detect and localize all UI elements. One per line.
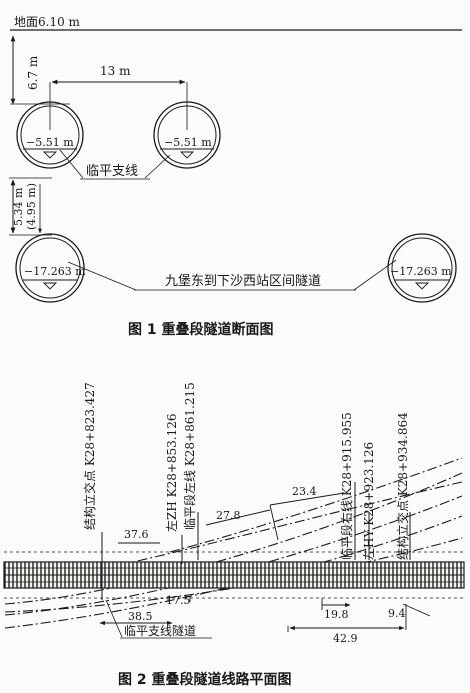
tunnel-right-elevation: −5.51 m (164, 136, 212, 149)
branch-tunnel-label: 临平支线隧道 (124, 623, 196, 638)
lower-tunnel-label: 九堡东到下沙西站区间隧道 (165, 273, 321, 289)
lower-leader-left (67, 261, 137, 291)
branch-tunnel-leader (105, 599, 123, 638)
dim-27-8: 27.8 (216, 509, 241, 522)
branch-label: 临平支线 (86, 164, 138, 179)
dim-23-4: 23.4 (292, 485, 317, 498)
station-linping-left: 临平段左线 K28+861.215 (182, 382, 197, 530)
station-crossing-1: 结构立交点 K28+823.427 (82, 382, 97, 530)
dim-19-8: 19.8 (324, 608, 349, 621)
figure-1-caption: 图 1 重叠段隧道断面图 (128, 321, 274, 338)
span-label: 13 m (100, 64, 131, 78)
tunnel-lower-right: −17.263 m (387, 233, 457, 303)
ground-label: 地面6.10 m (14, 15, 81, 29)
upper-alignment-lines (119, 457, 463, 566)
station-left-hy: 左HY K28+923.126 (361, 442, 376, 560)
tunnel-left-elevation: −5.51 m (26, 136, 74, 149)
branch-leader-right (144, 154, 171, 179)
depth-label: 6.7 m (26, 55, 40, 90)
station-left-zh: 左ZH K28+853.126 (164, 413, 179, 532)
lower-leader-right (353, 259, 397, 291)
lower-left-elevation: −17.263 m (24, 265, 86, 278)
main-tunnel-band (3, 551, 465, 599)
gap-label-alt: (4.95 m) (25, 183, 38, 230)
dim-17-5: 17.5 (166, 594, 191, 607)
dim-37-6: 37.6 (124, 528, 149, 541)
figure-2-plan: 结构立交点 K28+823.427 左ZH K28+853.126 临平段左线 … (3, 382, 465, 688)
plan-dimensions (99, 492, 431, 632)
dim-9-4: 9.4 (388, 607, 406, 620)
station-linping-right: 临平段右线 K28+915.955 (339, 412, 354, 560)
branch-alignment-lines (4, 472, 463, 629)
dim-38-5: 38.5 (128, 610, 153, 623)
lower-right-elevation: −17.263 m (390, 265, 452, 278)
dim-42-9: 42.9 (333, 632, 358, 645)
gap-label: 5.34 m (12, 187, 25, 226)
station-leaders (101, 482, 411, 600)
tunnel-upper-left: −5.51 m (16, 101, 84, 169)
tunnel-upper-right: −5.51 m (153, 101, 221, 169)
branch-leader-left (59, 149, 84, 179)
figure-2-caption: 图 2 重叠段隧道线路平面图 (118, 671, 292, 688)
figure-1-cross-section: 地面6.10 m 6.7 m 13 m −5.51 m −5.51 m (9, 15, 462, 338)
station-crossing-2: 结构立交点 K28+934.864 (395, 412, 410, 560)
tunnel-lower-left: −17.263 m (15, 233, 86, 303)
